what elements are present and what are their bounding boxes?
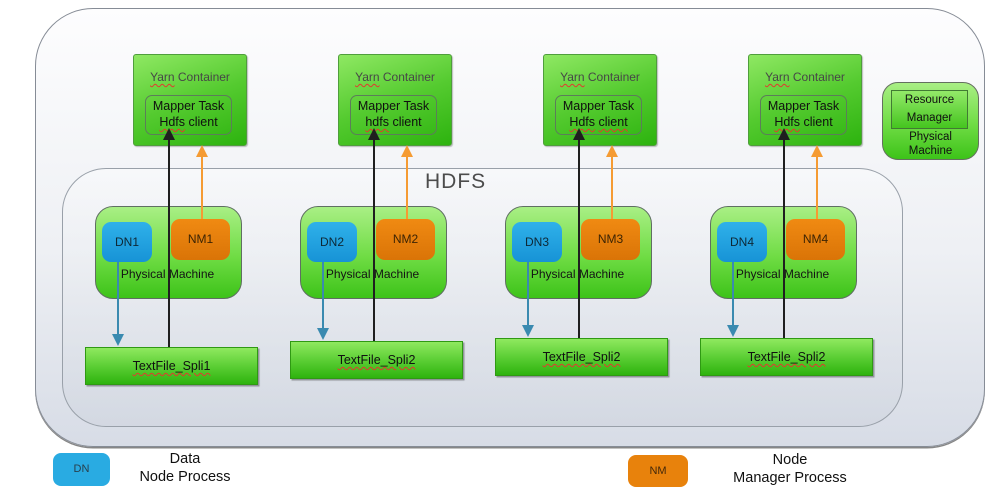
dn-to-split-arrow — [322, 262, 324, 328]
yarn-word: Yarn — [560, 70, 585, 84]
textfile-split-box-4: TextFile_Spli2 — [700, 338, 873, 376]
resource-manager-label-line2: Manager — [906, 112, 953, 124]
mapper-task-label: Mapper Task — [152, 99, 225, 113]
yarn-container-label: Yarn Container — [749, 70, 861, 84]
yarn-container-label: Yarn Container — [339, 70, 451, 84]
node-group-3: Yarn Container Mapper Task Hdfs client D… — [495, 0, 710, 490]
split-to-mapper-arrow — [373, 140, 375, 341]
node-group-4: Yarn Container Mapper Task Hdfs client D… — [700, 0, 915, 490]
yarn-word: Yarn — [150, 70, 175, 84]
nm-to-container-arrow — [611, 157, 613, 219]
split-to-mapper-arrow — [578, 140, 580, 338]
hdfs-word: Hdfs — [159, 115, 186, 129]
split-to-mapper-arrowhead-icon — [163, 128, 175, 140]
dn-to-split-arrow — [527, 262, 529, 325]
nm-to-container-arrowhead-icon — [401, 145, 413, 157]
legend-nm-chip: NM — [628, 455, 688, 487]
client-word: client — [188, 115, 218, 129]
mapper-task-box-1: Mapper Task Hdfs client — [145, 95, 232, 135]
yarn-container-label: Yarn Container — [544, 70, 656, 84]
resource-manager-label-line1: Resource — [904, 94, 955, 106]
datanode-box-2: DN2 — [307, 222, 357, 262]
dn-to-split-arrowhead-icon — [317, 328, 329, 340]
nm-to-container-arrow — [406, 157, 408, 219]
textfile-split-box-2: TextFile_Spli2 — [290, 341, 463, 379]
nodemanager-box-4: NM4 — [786, 219, 845, 260]
hdfs-client-label: Hdfs client — [146, 114, 231, 130]
dn-to-split-arrowhead-icon — [522, 325, 534, 337]
datanode-box-3: DN3 — [512, 222, 562, 262]
client-word: client — [392, 115, 422, 129]
node-group-1: Yarn Container Mapper Task Hdfs client D… — [85, 0, 300, 490]
textfile-label: TextFile_Spli2 — [337, 353, 416, 367]
nm-to-container-arrow — [201, 157, 203, 219]
mapper-task-box-4: Mapper Task Hdfs client — [760, 95, 847, 135]
resource-manager-box: Resource Manager — [891, 90, 968, 129]
mapper-task-box-2: Mapper Task hdfs client — [350, 95, 437, 135]
nm-to-container-arrowhead-icon — [606, 145, 618, 157]
yarn-container-box-4: Yarn Container Mapper Task Hdfs client — [748, 54, 862, 146]
datanode-box-1: DN1 — [102, 222, 152, 262]
nm-to-container-arrow — [816, 157, 818, 219]
yarn-word: Yarn — [355, 70, 380, 84]
split-to-mapper-arrowhead-icon — [573, 128, 585, 140]
split-to-mapper-arrow — [783, 140, 785, 338]
textfile-split-box-3: TextFile_Spli2 — [495, 338, 668, 376]
physical-machine-label: Physical Machine — [735, 267, 830, 281]
yarn-container-label: Yarn Container — [134, 70, 246, 84]
split-to-mapper-arrowhead-icon — [778, 128, 790, 140]
container-word: Container — [587, 70, 640, 84]
hdfs-word: Hdfs — [569, 115, 596, 129]
client-word: client — [803, 115, 833, 129]
dn-to-split-arrow — [732, 262, 734, 325]
nodemanager-box-3: NM3 — [581, 219, 640, 260]
hdfs-client-label: Hdfs client — [556, 114, 641, 130]
container-word: Container — [177, 70, 230, 84]
physical-machine-label: Physical Machine — [120, 267, 215, 281]
hdfs-word: hdfs — [365, 115, 389, 129]
yarn-container-box-2: Yarn Container Mapper Task hdfs client — [338, 54, 452, 146]
datanode-box-4: DN4 — [717, 222, 767, 262]
split-to-mapper-arrow — [168, 140, 170, 347]
dn-to-split-arrowhead-icon — [112, 334, 124, 346]
resource-manager-machine-box: Resource Manager Physical Machine — [882, 82, 979, 160]
hdfs-word: Hdfs — [774, 115, 801, 129]
node-group-2: Yarn Container Mapper Task hdfs client D… — [290, 0, 505, 490]
client-word: client — [598, 115, 628, 129]
container-word: Container — [382, 70, 435, 84]
yarn-word: Yarn — [765, 70, 790, 84]
textfile-label: TextFile_Spli2 — [542, 350, 621, 364]
legend-dn-chip: DN — [53, 453, 110, 486]
mapper-task-box-3: Mapper Task Hdfs client — [555, 95, 642, 135]
hdfs-title: HDFS — [425, 170, 487, 193]
mapper-task-label: Mapper Task — [562, 99, 635, 113]
split-to-mapper-arrowhead-icon — [368, 128, 380, 140]
yarn-container-box-3: Yarn Container Mapper Task Hdfs client — [543, 54, 657, 146]
container-word: Container — [792, 70, 845, 84]
nm-to-container-arrowhead-icon — [811, 145, 823, 157]
legend-nm-text: Node Manager Process — [733, 452, 847, 486]
dn-to-split-arrow — [117, 262, 119, 334]
textfile-label: TextFile_Spli1 — [132, 359, 211, 373]
physical-machine-label: Physical Machine — [325, 267, 420, 281]
nodemanager-box-2: NM2 — [376, 219, 435, 260]
physical-machine-label: Physical Machine — [530, 267, 625, 281]
textfile-label: TextFile_Spli2 — [747, 350, 826, 364]
hdfs-client-label: hdfs client — [351, 114, 436, 130]
hdfs-client-label: Hdfs client — [761, 114, 846, 130]
mapper-task-label: Mapper Task — [357, 99, 430, 113]
dn-to-split-arrowhead-icon — [727, 325, 739, 337]
mapper-task-label: Mapper Task — [767, 99, 840, 113]
legend-dn-text: Data Node Process — [139, 451, 231, 485]
rm-physical-machine-label: Physical Machine — [908, 131, 953, 157]
nm-to-container-arrowhead-icon — [196, 145, 208, 157]
nodemanager-box-1: NM1 — [171, 219, 230, 260]
textfile-split-box-1: TextFile_Spli1 — [85, 347, 258, 385]
yarn-container-box-1: Yarn Container Mapper Task Hdfs client — [133, 54, 247, 146]
